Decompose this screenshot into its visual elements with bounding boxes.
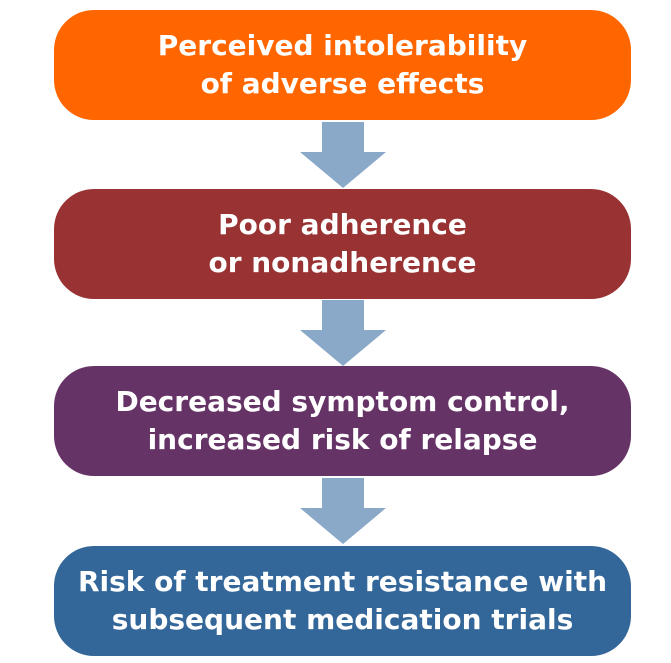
down-arrow-icon	[300, 122, 386, 188]
flow-step-text-line: Poor adherence	[218, 208, 467, 241]
flow-step-text-line: Decreased symptom control,	[115, 385, 570, 418]
flow-step-adverse-effects: Perceived intolerability of adverse effe…	[54, 10, 631, 120]
flow-step-text-line: of adverse effects	[200, 67, 485, 100]
flow-step-text-line: Perceived intolerability	[157, 29, 528, 62]
flow-step-text-line: increased risk of relapse	[147, 423, 538, 456]
down-arrow-icon	[300, 478, 386, 544]
flow-step-text-line: Risk of treatment resistance with	[77, 565, 608, 598]
flow-step-text-line: subsequent medication trials	[111, 603, 574, 636]
flow-step-symptom-control: Decreased symptom control, increased ris…	[54, 366, 631, 476]
flow-step-text-line: or nonadherence	[208, 246, 477, 279]
down-arrow-icon	[300, 300, 386, 366]
flow-step-adherence: Poor adherence or nonadherence	[54, 189, 631, 299]
flow-step-treatment-resistance: Risk of treatment resistance with subseq…	[54, 546, 631, 656]
